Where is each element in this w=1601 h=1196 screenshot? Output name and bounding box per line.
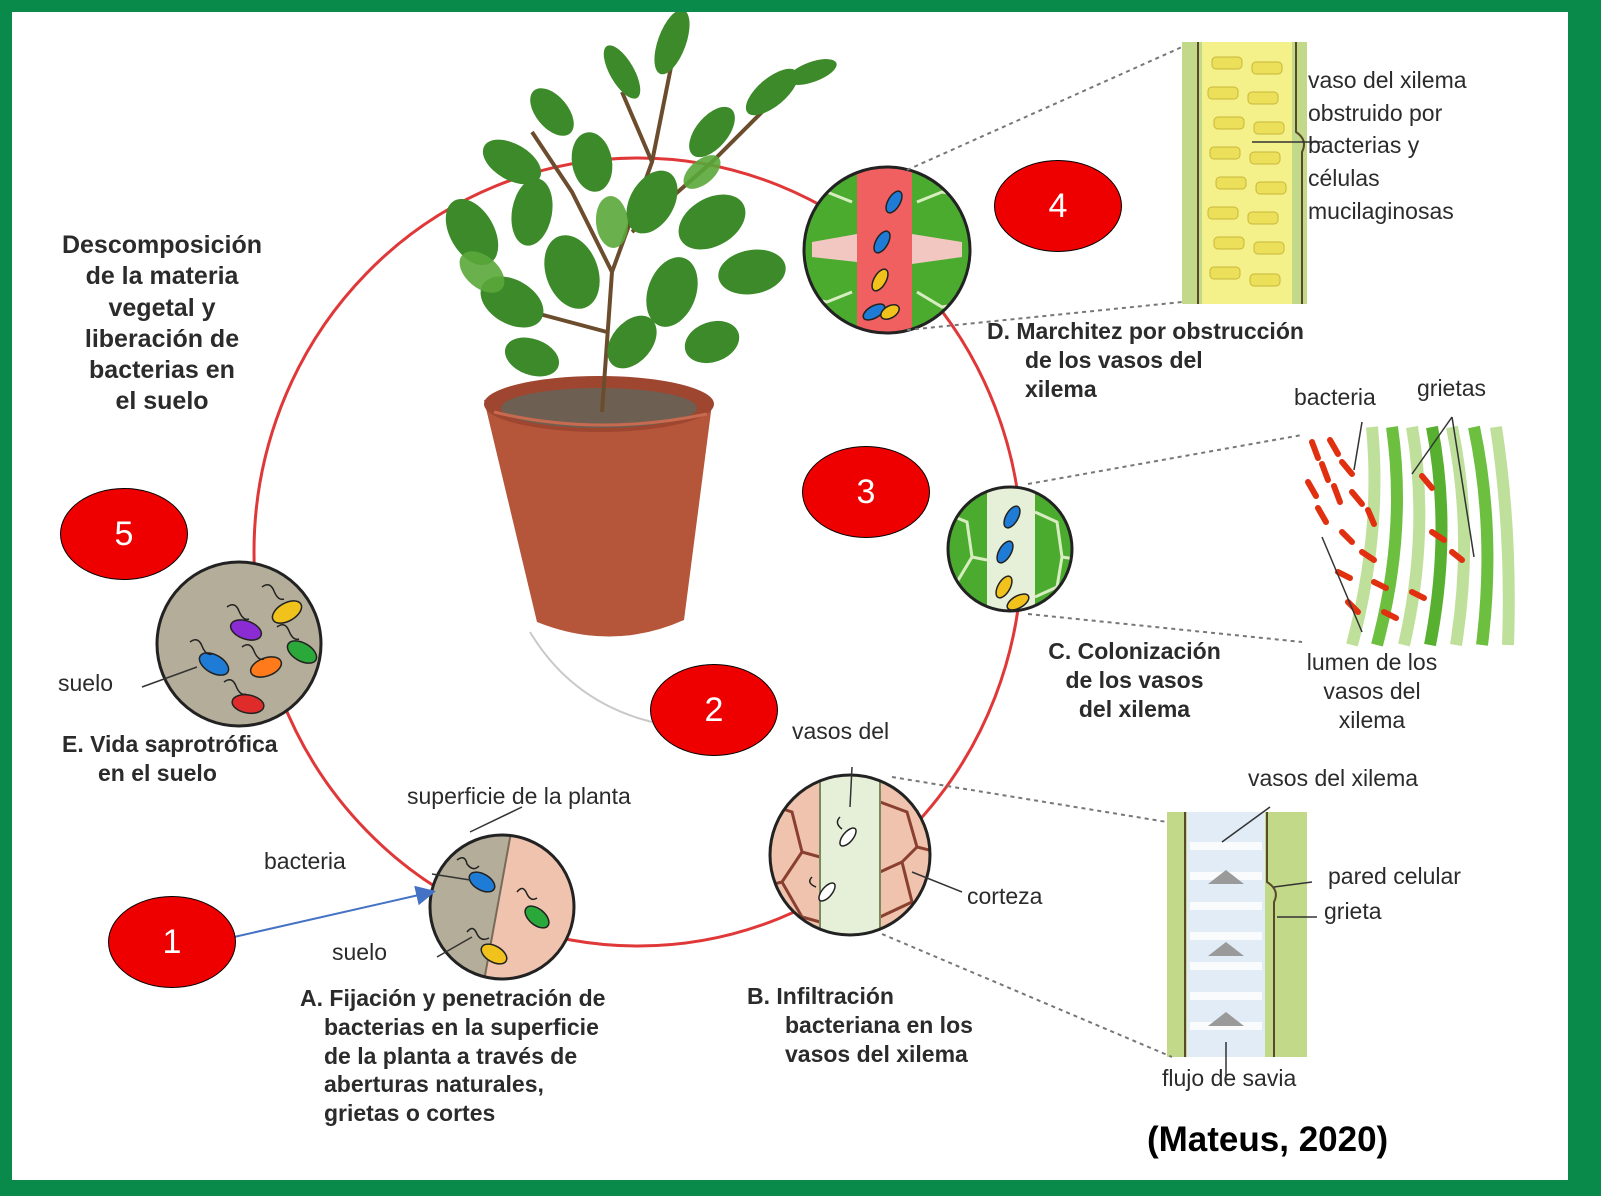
- circle-a-plant-surface: [422, 827, 592, 992]
- label-vaso-line: vaso del xilema: [1308, 64, 1467, 97]
- label-pared-celular: pared celular: [1328, 862, 1461, 891]
- label-suelo-e: suelo: [58, 669, 113, 698]
- label-vaso-line: obstruido por: [1308, 97, 1467, 130]
- detail-colonization-xylem: [1028, 417, 1512, 645]
- step-badge-1: 1: [108, 896, 236, 988]
- label-grieta: grieta: [1324, 897, 1382, 926]
- step-a-line: de la planta a través de: [324, 1042, 605, 1071]
- step-c-line: de los vasos: [1022, 666, 1247, 695]
- step-c-title: C. Colonización: [1022, 637, 1247, 666]
- circle-e-soil: [152, 557, 332, 737]
- step-b-title: B. Infiltración: [747, 982, 973, 1011]
- step-badge-3: 3: [802, 446, 930, 538]
- label-suelo-a: suelo: [332, 938, 387, 967]
- decomposition-line: bacterias en: [52, 355, 272, 386]
- step-e-line: en el suelo: [62, 759, 278, 788]
- step-a-line: aberturas naturales,: [324, 1070, 605, 1099]
- step-badge-5: 5: [60, 488, 188, 580]
- label-vasos-del-xilema: vasos del xilema: [1248, 764, 1418, 793]
- circle-d-obstruction: [802, 162, 972, 333]
- step-badge-4: 4: [994, 160, 1122, 252]
- label-grietas: grietas: [1417, 374, 1486, 403]
- label-lumen-line: vasos del: [1287, 677, 1457, 706]
- label-lumen: lumen de los vasos del xilema: [1287, 648, 1457, 734]
- decomposition-line: el suelo: [52, 386, 272, 417]
- decomposition-line: vegetal y: [52, 293, 272, 324]
- label-lumen-line: lumen de los: [1287, 648, 1457, 677]
- decomposition-line: Descomposición: [52, 230, 272, 261]
- label-vaso-line: células: [1308, 162, 1467, 195]
- label-flujo-de-savia: flujo de savia: [1162, 1064, 1296, 1093]
- label-vaso-obstruido: vaso del xilema obstruido por bacterias …: [1308, 64, 1467, 227]
- step-b-line: bacteriana en los: [785, 1011, 973, 1040]
- circle-b-infiltration: [762, 772, 942, 942]
- circle-c-colonization: [942, 482, 1082, 622]
- step-d-line: de los vasos del: [1025, 346, 1304, 375]
- step-b-caption: B. Infiltración bacteriana en los vasos …: [747, 982, 973, 1068]
- label-vasos-del: vasos del: [792, 717, 889, 746]
- blue-arrow: [234, 892, 432, 937]
- label-superficie: superficie de la planta: [407, 782, 631, 811]
- step-a-caption: A. Fijación y penetración de bacterias e…: [300, 984, 605, 1128]
- step-a-line: grietas o cortes: [324, 1099, 605, 1128]
- citation: (Mateus, 2020): [1147, 1120, 1388, 1160]
- label-bacteria-c: bacteria: [1294, 383, 1376, 412]
- step-a-line: bacterias en la superficie: [324, 1013, 605, 1042]
- step-d-title: D. Marchitez por obstrucción: [987, 317, 1304, 346]
- step-a-title: A. Fijación y penetración de: [300, 984, 605, 1013]
- potted-plant-image: [435, 12, 840, 722]
- slide-frame: 1 2 3 4 5 Descomposición de la materia v…: [12, 12, 1568, 1180]
- decomposition-caption: Descomposición de la materia vegetal y l…: [52, 230, 272, 418]
- label-vaso-line: bacterias y: [1308, 129, 1467, 162]
- label-lumen-line: xilema: [1287, 706, 1457, 735]
- step-d-caption: D. Marchitez por obstrucción de los vaso…: [987, 317, 1304, 403]
- label-bacteria-a: bacteria: [264, 847, 346, 876]
- decomposition-line: liberación de: [52, 324, 272, 355]
- step-e-caption: E. Vida saprotrófica en el suelo: [62, 730, 278, 788]
- step-d-line: xilema: [1025, 375, 1304, 404]
- label-vaso-line: mucilaginosas: [1308, 195, 1467, 228]
- step-b-line: vasos del xilema: [785, 1040, 973, 1069]
- step-badge-2: 2: [650, 664, 778, 756]
- step-c-caption: C. Colonización de los vasos del xilema: [1022, 637, 1247, 723]
- step-c-line: del xilema: [1022, 695, 1247, 724]
- decomposition-line: de la materia: [52, 261, 272, 292]
- label-corteza: corteza: [967, 882, 1042, 911]
- step-e-title: E. Vida saprotrófica: [62, 730, 278, 759]
